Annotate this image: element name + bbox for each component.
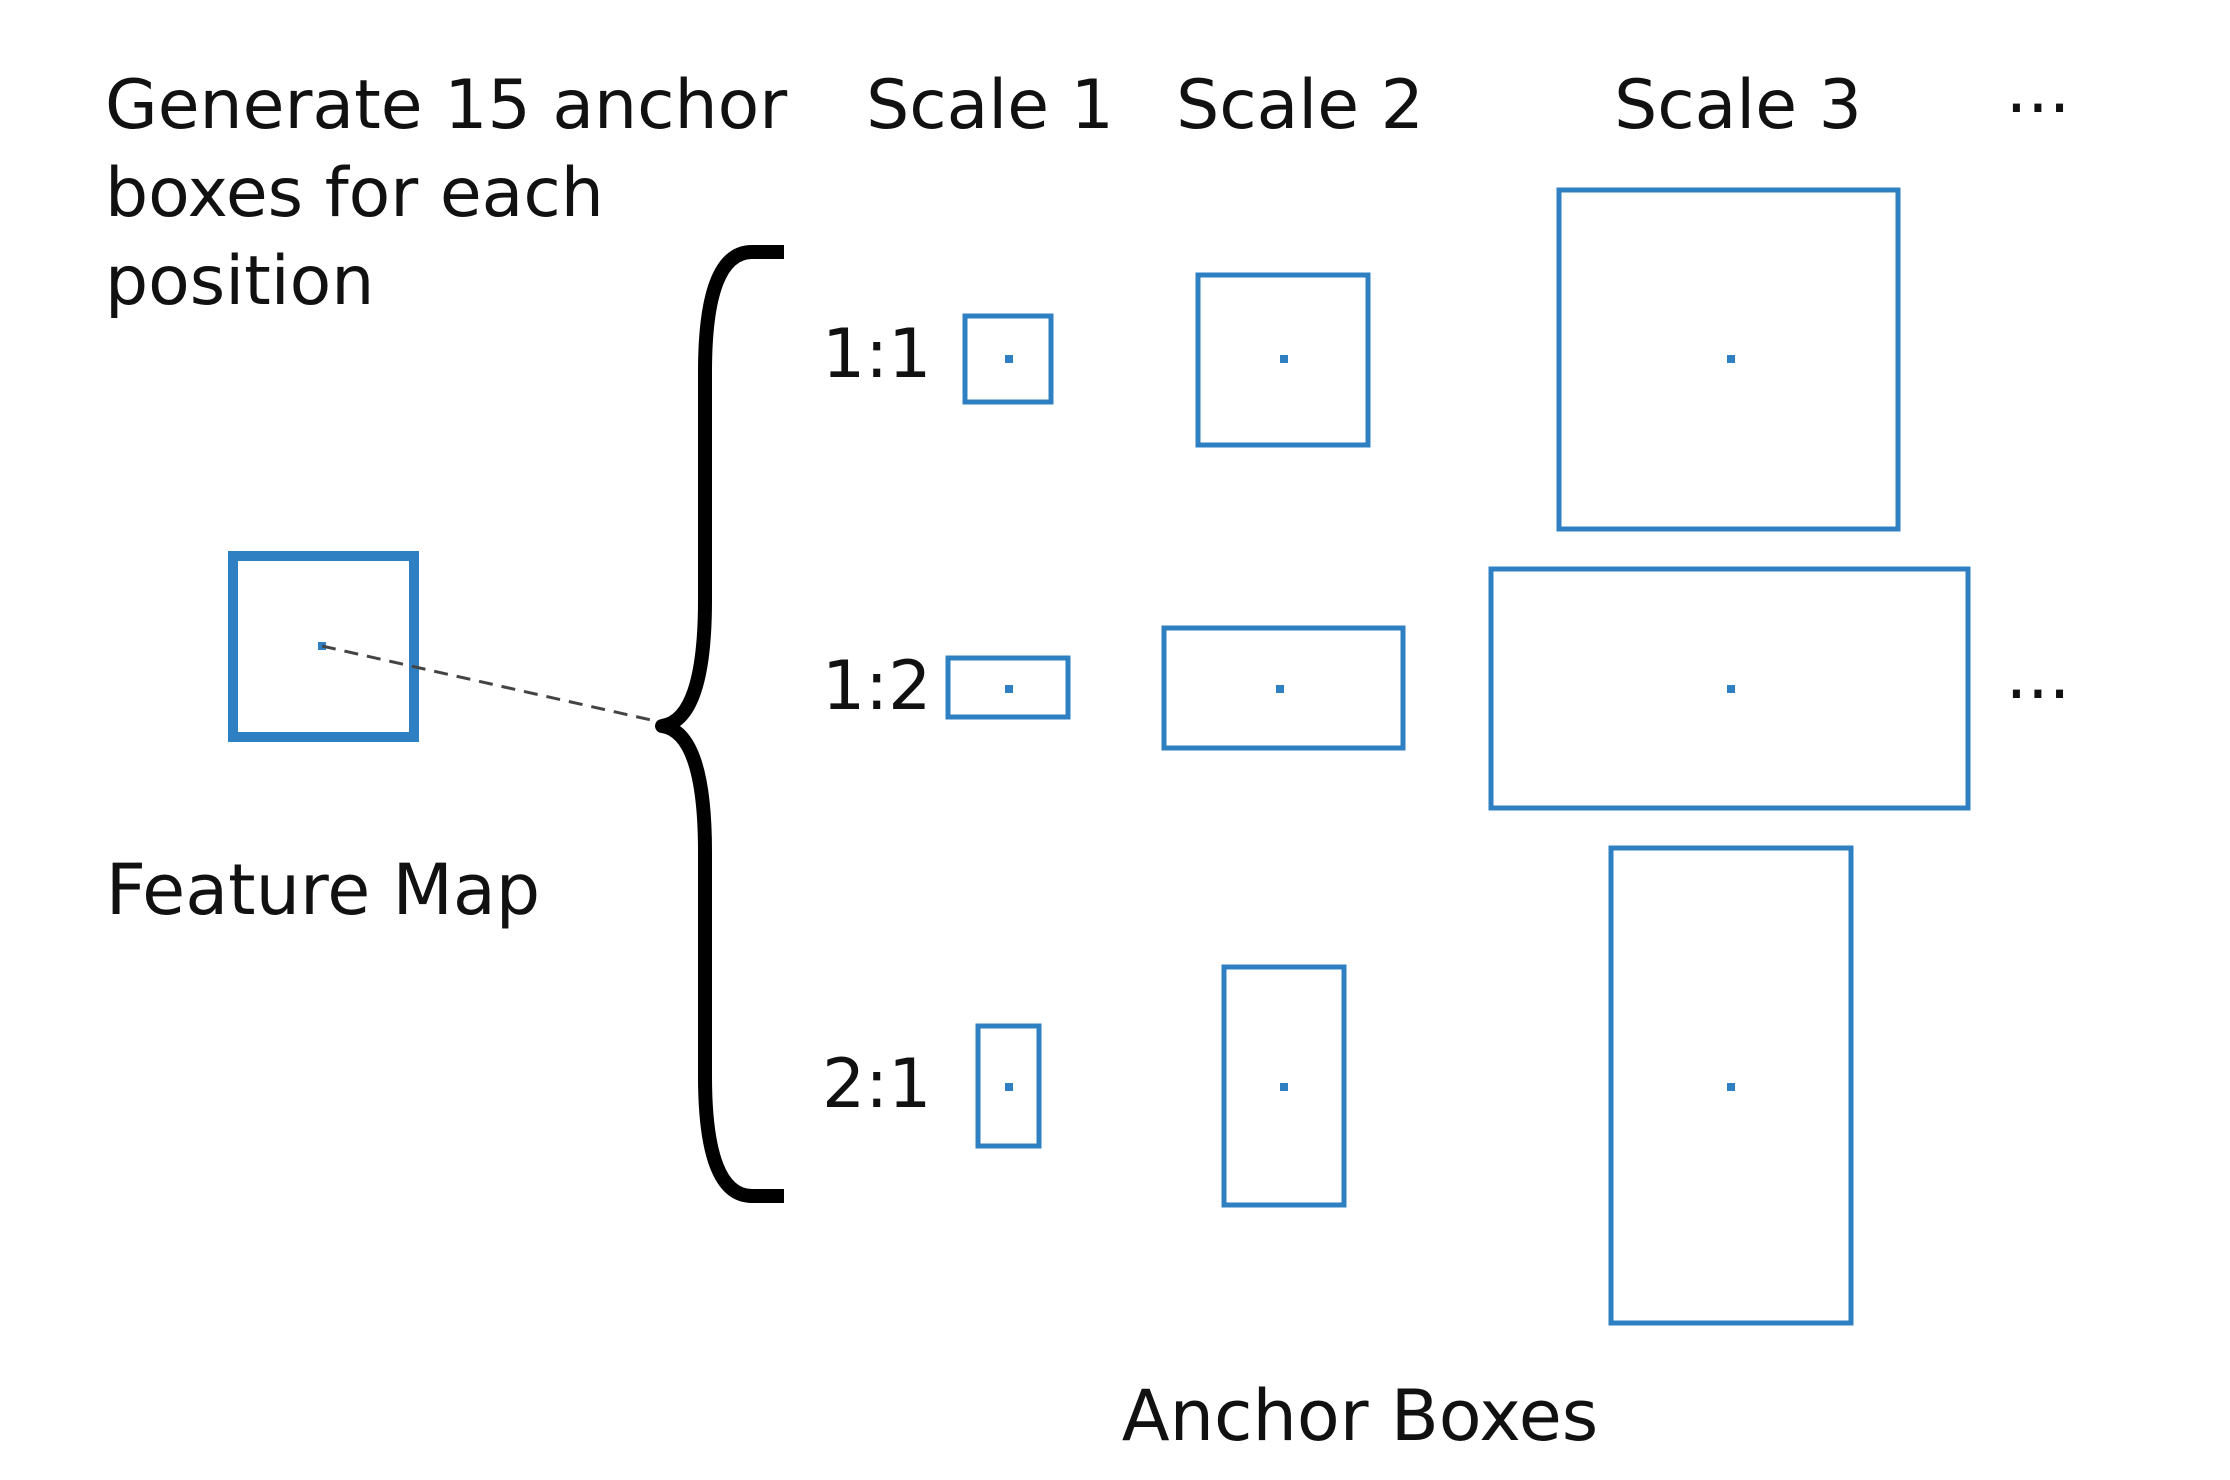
anchor-center-dot — [1276, 685, 1284, 693]
anchor-center-dot — [1005, 685, 1013, 693]
anchor-row-2-1 — [975, 845, 1854, 1326]
scale-3-header: Scale 3 — [1614, 66, 1862, 145]
curly-brace — [655, 245, 784, 1203]
anchor-box-scale3-2-1 — [1608, 845, 1854, 1326]
anchor-center-dot — [1727, 1083, 1735, 1091]
ratio-label-2-1: 2:1 — [822, 1045, 931, 1124]
anchor-box-scale1-1-1 — [962, 313, 1054, 405]
anchor-box-scale2-1-2 — [1161, 625, 1406, 751]
anchor-center-dot — [1005, 1083, 1013, 1091]
anchor-box-scale1-1-2 — [945, 655, 1071, 720]
ratio-label-1-1: 1:1 — [822, 315, 931, 394]
anchor-boxes-label: Anchor Boxes — [1122, 1375, 1598, 1457]
intro-line-1: Generate 15 anchor — [105, 66, 787, 145]
anchor-box-scale3-1-2 — [1488, 566, 1971, 811]
anchor-center-dot — [1727, 685, 1735, 693]
intro-line-3: position — [105, 242, 374, 321]
intro-line-2: boxes for each — [105, 154, 604, 233]
feature-map-box — [228, 551, 419, 742]
anchor-row-1-2: ... — [945, 566, 2071, 811]
intro-text: Generate 15 anchor boxes for each positi… — [105, 66, 787, 321]
row-ellipsis: ... — [2006, 636, 2071, 715]
anchor-box-scale1-2-1 — [975, 1023, 1042, 1149]
anchor-center-dot — [1727, 355, 1735, 363]
scale-1-header: Scale 1 — [866, 66, 1114, 145]
anchor-center-dot — [1005, 355, 1013, 363]
anchor-center-dot — [1280, 1083, 1288, 1091]
scale-ellipsis: ... — [2006, 50, 2071, 129]
anchor-box-scale2-2-1 — [1221, 964, 1347, 1208]
anchor-row-1-1 — [962, 187, 1901, 532]
anchor-box-scale2-1-1 — [1195, 272, 1371, 448]
feature-map-label: Feature Map — [106, 849, 541, 931]
anchor-box-scale3-1-1 — [1556, 187, 1901, 532]
anchor-center-dot — [1280, 355, 1288, 363]
ratio-labels: 1:1 1:2 2:1 — [822, 315, 931, 1124]
scale-2-header: Scale 2 — [1176, 66, 1424, 145]
scale-headers: Scale 1 Scale 2 Scale 3 ... — [866, 50, 2070, 145]
connector-dashed-line — [321, 644, 661, 724]
ratio-label-1-2: 1:2 — [822, 647, 931, 726]
feature-map: Feature Map — [106, 551, 541, 931]
